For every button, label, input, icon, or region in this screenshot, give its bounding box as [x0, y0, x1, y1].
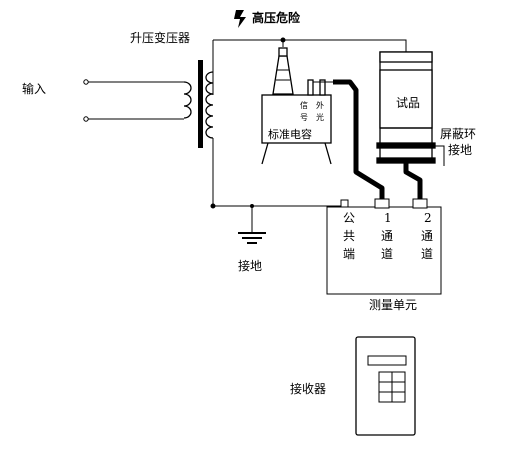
common-char-2: 共 — [343, 229, 355, 243]
common-terminal-post — [340, 199, 349, 208]
sample-label: 试品 — [396, 95, 420, 110]
signal-cable-1 — [333, 79, 385, 200]
test-sample — [376, 51, 436, 164]
receiver-device — [355, 336, 416, 436]
input-label: 输入 — [22, 81, 46, 96]
capacitor-label: 标准电容 — [268, 127, 312, 141]
receiver-label: 接收器 — [290, 381, 326, 396]
signal-cable-2 — [403, 163, 423, 200]
unit-title: 测量单元 — [369, 298, 417, 312]
ground-label: 接地 — [238, 258, 262, 273]
measurement-unit — [326, 206, 442, 295]
channel-2-char-1: 通 — [421, 229, 433, 243]
shield-ring-label: 屏蔽环 — [440, 127, 476, 141]
ground-bus — [210, 138, 346, 232]
shield-lead — [435, 145, 445, 166]
signal-char-4: 光 — [316, 112, 324, 122]
channel-2-connector — [412, 198, 428, 209]
channel-1-char-1: 通 — [381, 229, 393, 243]
standard-capacitor — [261, 47, 335, 165]
common-char-1: 公 — [343, 211, 355, 225]
danger-label: 高压危险 — [252, 10, 301, 25]
terminals — [340, 198, 428, 209]
hv-wire — [212, 37, 407, 95]
channel-1-number: 1 — [384, 211, 392, 225]
transformer-label: 升压变压器 — [130, 30, 190, 45]
channel-2-number: 2 — [424, 211, 432, 225]
signal-char-3: 外 — [316, 100, 324, 110]
lightning-icon — [234, 10, 246, 28]
signal-char-1: 信 — [300, 100, 308, 110]
channel-1-char-2: 道 — [381, 247, 393, 261]
signal-char-2: 号 — [300, 113, 308, 122]
ground-icon — [238, 232, 266, 244]
channel-2-char-2: 道 — [421, 247, 433, 261]
common-char-3: 端 — [343, 247, 355, 261]
transformer — [183, 60, 214, 148]
shield-ground-label: 接地 — [448, 142, 472, 157]
input-leads — [83, 79, 184, 122]
channel-1-connector — [374, 198, 390, 209]
